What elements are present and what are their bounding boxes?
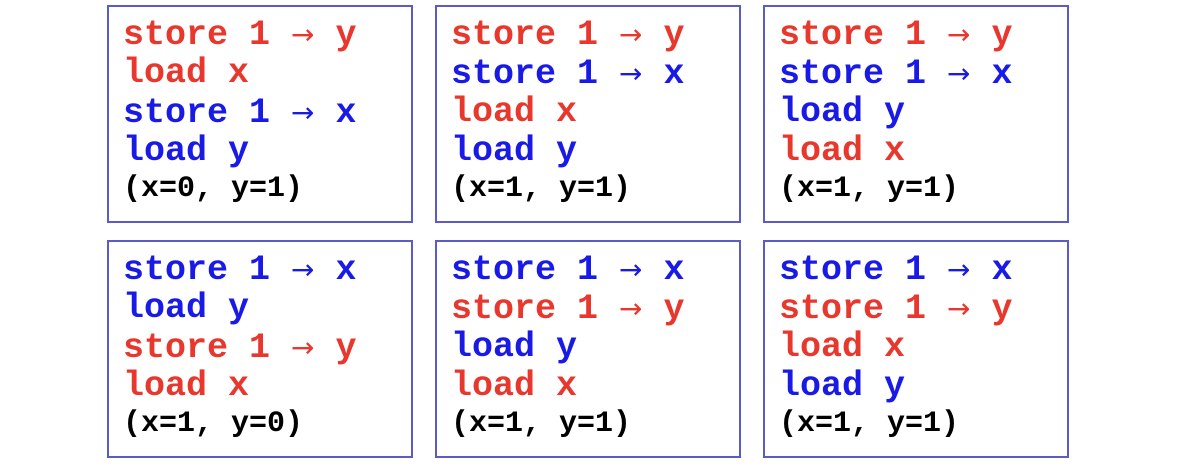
instruction-text: store 1 bbox=[779, 289, 948, 329]
arrow-icon: → bbox=[947, 292, 971, 325]
arrow-icon: → bbox=[947, 253, 971, 286]
instruction-target: y bbox=[642, 289, 685, 329]
instruction-line: load x bbox=[779, 328, 1067, 367]
instruction-target: y bbox=[970, 15, 1013, 55]
instruction-text: store 1 bbox=[123, 93, 292, 133]
instruction-text: store 1 bbox=[123, 15, 292, 55]
instruction-text: store 1 bbox=[451, 289, 620, 329]
instruction-text: load x bbox=[451, 92, 578, 132]
instruction-target: y bbox=[970, 289, 1013, 329]
instruction-line: load y bbox=[123, 132, 411, 171]
instruction-line: store 1 → y bbox=[779, 15, 1067, 55]
instruction-target: x bbox=[642, 54, 685, 94]
instruction-text: store 1 bbox=[451, 15, 620, 55]
arrow-icon: → bbox=[619, 18, 643, 51]
instruction-text: store 1 bbox=[779, 54, 948, 94]
arrow-icon: → bbox=[619, 253, 643, 286]
instruction-text: load y bbox=[123, 288, 250, 328]
instruction-text: load y bbox=[451, 131, 578, 171]
instruction-line: load x bbox=[123, 367, 411, 406]
instruction-text: store 1 bbox=[779, 250, 948, 290]
instruction-line: store 1 → x bbox=[779, 250, 1067, 290]
instruction-target: x bbox=[970, 250, 1013, 290]
instruction-text: load x bbox=[123, 53, 250, 93]
arrow-icon: → bbox=[619, 57, 643, 90]
instruction-text: load y bbox=[451, 327, 578, 367]
instruction-line: store 1 → y bbox=[779, 289, 1067, 329]
arrow-icon: → bbox=[619, 292, 643, 325]
instruction-text: store 1 bbox=[451, 250, 620, 290]
instruction-target: y bbox=[314, 15, 357, 55]
instruction-line: store 1 → x bbox=[451, 250, 739, 290]
instruction-target: x bbox=[314, 93, 357, 133]
instruction-target: x bbox=[314, 250, 357, 290]
instruction-line: store 1 → x bbox=[123, 250, 411, 290]
arrow-icon: → bbox=[291, 96, 315, 129]
result-values: (x=1, y=1) bbox=[779, 407, 960, 441]
result-values: (x=0, y=1) bbox=[123, 172, 304, 206]
instruction-line: store 1 → x bbox=[779, 54, 1067, 94]
instruction-text: load y bbox=[779, 92, 906, 132]
instruction-target: x bbox=[970, 54, 1013, 94]
result-values: (x=1, y=1) bbox=[779, 172, 960, 206]
instruction-line: load x bbox=[451, 93, 739, 132]
arrow-icon: → bbox=[291, 331, 315, 364]
arrow-icon: → bbox=[947, 57, 971, 90]
arrow-icon: → bbox=[291, 253, 315, 286]
arrow-icon: → bbox=[291, 18, 315, 51]
instruction-line: store 1 → y bbox=[451, 15, 739, 55]
result-values: (x=1, y=1) bbox=[451, 172, 632, 206]
instruction-target: y bbox=[314, 328, 357, 368]
result-values: (x=1, y=1) bbox=[451, 407, 632, 441]
instruction-line: store 1 → x bbox=[451, 54, 739, 94]
arrow-icon: → bbox=[947, 18, 971, 51]
instruction-line: store 1 → y bbox=[451, 289, 739, 329]
instruction-text: store 1 bbox=[779, 15, 948, 55]
instruction-line: store 1 → y bbox=[123, 328, 411, 368]
instruction-line: load x bbox=[451, 367, 739, 406]
instruction-text: load x bbox=[779, 327, 906, 367]
instruction-line: load x bbox=[123, 54, 411, 93]
instruction-text: store 1 bbox=[123, 250, 292, 290]
instruction-text: load y bbox=[779, 366, 906, 406]
instruction-target: y bbox=[642, 15, 685, 55]
instruction-text: store 1 bbox=[451, 54, 620, 94]
result-values: (x=1, y=0) bbox=[123, 407, 304, 441]
instruction-line: load y bbox=[451, 132, 739, 171]
instruction-text: load x bbox=[123, 366, 250, 406]
instruction-line: store 1 → x bbox=[123, 93, 411, 133]
instruction-text: load x bbox=[451, 366, 578, 406]
instruction-line: load x bbox=[779, 132, 1067, 171]
instruction-text: load y bbox=[123, 131, 250, 171]
instruction-line: store 1 → y bbox=[123, 15, 411, 55]
instruction-target: x bbox=[642, 250, 685, 290]
instruction-text: load x bbox=[779, 131, 906, 171]
instruction-text: store 1 bbox=[123, 328, 292, 368]
instruction-line: load y bbox=[779, 367, 1067, 406]
instruction-line: load y bbox=[123, 289, 411, 328]
instruction-line: load y bbox=[451, 328, 739, 367]
instruction-line: load y bbox=[779, 93, 1067, 132]
